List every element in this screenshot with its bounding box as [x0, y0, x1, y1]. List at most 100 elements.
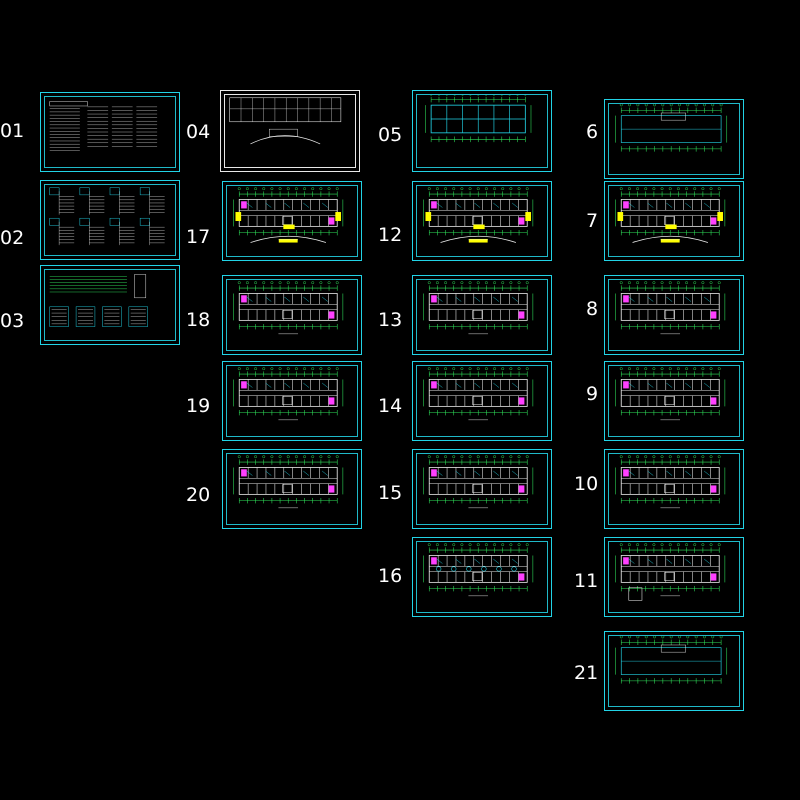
fixture-link [647, 202, 654, 208]
axis-bubble [452, 281, 456, 285]
axis-bubble [668, 543, 672, 547]
stair [241, 381, 247, 389]
drawing-sheet-12[interactable] [412, 181, 552, 261]
drawing-sheet-6[interactable] [604, 99, 744, 179]
axis-bubble [701, 455, 705, 459]
drawing-sheet-19[interactable] [222, 361, 362, 441]
sheet-drawing [423, 281, 534, 335]
fixture-link [474, 470, 481, 476]
axis-bubble [435, 455, 439, 459]
drawing-sheet-11[interactable] [604, 537, 744, 617]
axis-bubble [627, 281, 631, 285]
drawing-sheet-9[interactable] [604, 361, 744, 441]
drawing-group [423, 455, 534, 509]
fixture-link [666, 296, 673, 302]
fixture-link [284, 202, 291, 208]
axis-bubble [303, 187, 307, 191]
axis-bubble [676, 281, 680, 285]
drawing-sheet-17[interactable] [222, 181, 362, 261]
axis-bubble [676, 543, 680, 547]
drawing-sheet-7[interactable] [604, 181, 744, 261]
axis-bubble [286, 455, 290, 459]
fixture-link [455, 202, 462, 208]
axis-bubble [319, 281, 323, 285]
axis-bubble [262, 281, 266, 285]
drawing-sheet-15[interactable] [412, 449, 552, 529]
diagram-box [75, 306, 96, 327]
axis-bubble [517, 543, 521, 547]
fixture-link [703, 558, 710, 564]
stair [241, 469, 247, 477]
fixture [496, 566, 502, 572]
axis-bubble [652, 281, 656, 285]
drawing-sheet-01[interactable] [40, 92, 180, 172]
drawing-sheet-13[interactable] [412, 275, 552, 355]
axis-bubble [270, 187, 274, 191]
axis-bubble [644, 636, 648, 639]
axis-bubble [685, 281, 689, 285]
axis-bubble [476, 187, 480, 191]
fixture-link [455, 558, 462, 564]
axis-bubble [327, 281, 331, 285]
fixture-link [647, 296, 654, 302]
axis-bubble [484, 543, 488, 547]
stair [518, 311, 525, 319]
fixture-link [246, 296, 253, 302]
axis-bubble [719, 636, 723, 639]
drawing-sheet-05[interactable] [412, 90, 552, 172]
axis-bubble [676, 455, 680, 459]
drawing-group [425, 95, 532, 143]
axis-bubble [327, 187, 331, 191]
drawing-sheet-10[interactable] [604, 449, 744, 529]
drawing-sheet-14[interactable] [412, 361, 552, 441]
diagram-box [49, 306, 69, 327]
core [472, 216, 483, 225]
axis-bubble [693, 187, 697, 191]
axis-bubble [678, 636, 681, 639]
fixture-link [246, 382, 253, 388]
schedule-head [109, 187, 120, 196]
diagram-box [128, 306, 148, 327]
canopy [468, 238, 488, 243]
stair [623, 295, 629, 303]
axis-bubble [501, 281, 505, 285]
axis-bubble [701, 187, 705, 191]
sheet-number-label: 7 [586, 210, 599, 232]
axis-bubble [237, 187, 241, 191]
axis-bubble [270, 367, 274, 371]
axis-bubble [278, 367, 282, 371]
exterior-wall [238, 379, 338, 407]
axis-bubble [678, 104, 681, 107]
drawing-sheet-04[interactable] [220, 90, 360, 172]
sheet-border [226, 279, 358, 351]
fixture [466, 566, 472, 572]
axis-bubble [460, 367, 464, 371]
schedule-head [79, 187, 90, 196]
drawing-sheet-20[interactable] [222, 449, 362, 529]
axis-bubble [311, 281, 315, 285]
drawing-sheet-18[interactable] [222, 275, 362, 355]
schedule-head [139, 217, 150, 226]
drawing-sheet-02[interactable] [40, 180, 180, 260]
stair [518, 485, 525, 493]
axis-bubble [311, 367, 315, 371]
axis-bubble [694, 104, 698, 107]
entrance [525, 212, 531, 221]
axis-bubble [427, 455, 431, 459]
drawing-sheet-16[interactable] [412, 537, 552, 617]
axis-bubble [245, 187, 249, 191]
axis-bubble [427, 543, 431, 547]
sheet-drawing [233, 455, 344, 509]
axis-bubble [709, 455, 713, 459]
diagram-box [102, 306, 122, 327]
exterior-wall [428, 555, 528, 583]
drawing-sheet-21[interactable] [604, 631, 744, 711]
axis-bubble [660, 455, 664, 459]
schedule-head [139, 187, 150, 196]
axis-bubble [711, 104, 715, 107]
drawing-sheet-03[interactable] [40, 265, 180, 345]
axis-bubble [452, 367, 456, 371]
axis-bubble [335, 187, 339, 191]
sheet-border [44, 269, 176, 341]
drawing-sheet-8[interactable] [604, 275, 744, 355]
